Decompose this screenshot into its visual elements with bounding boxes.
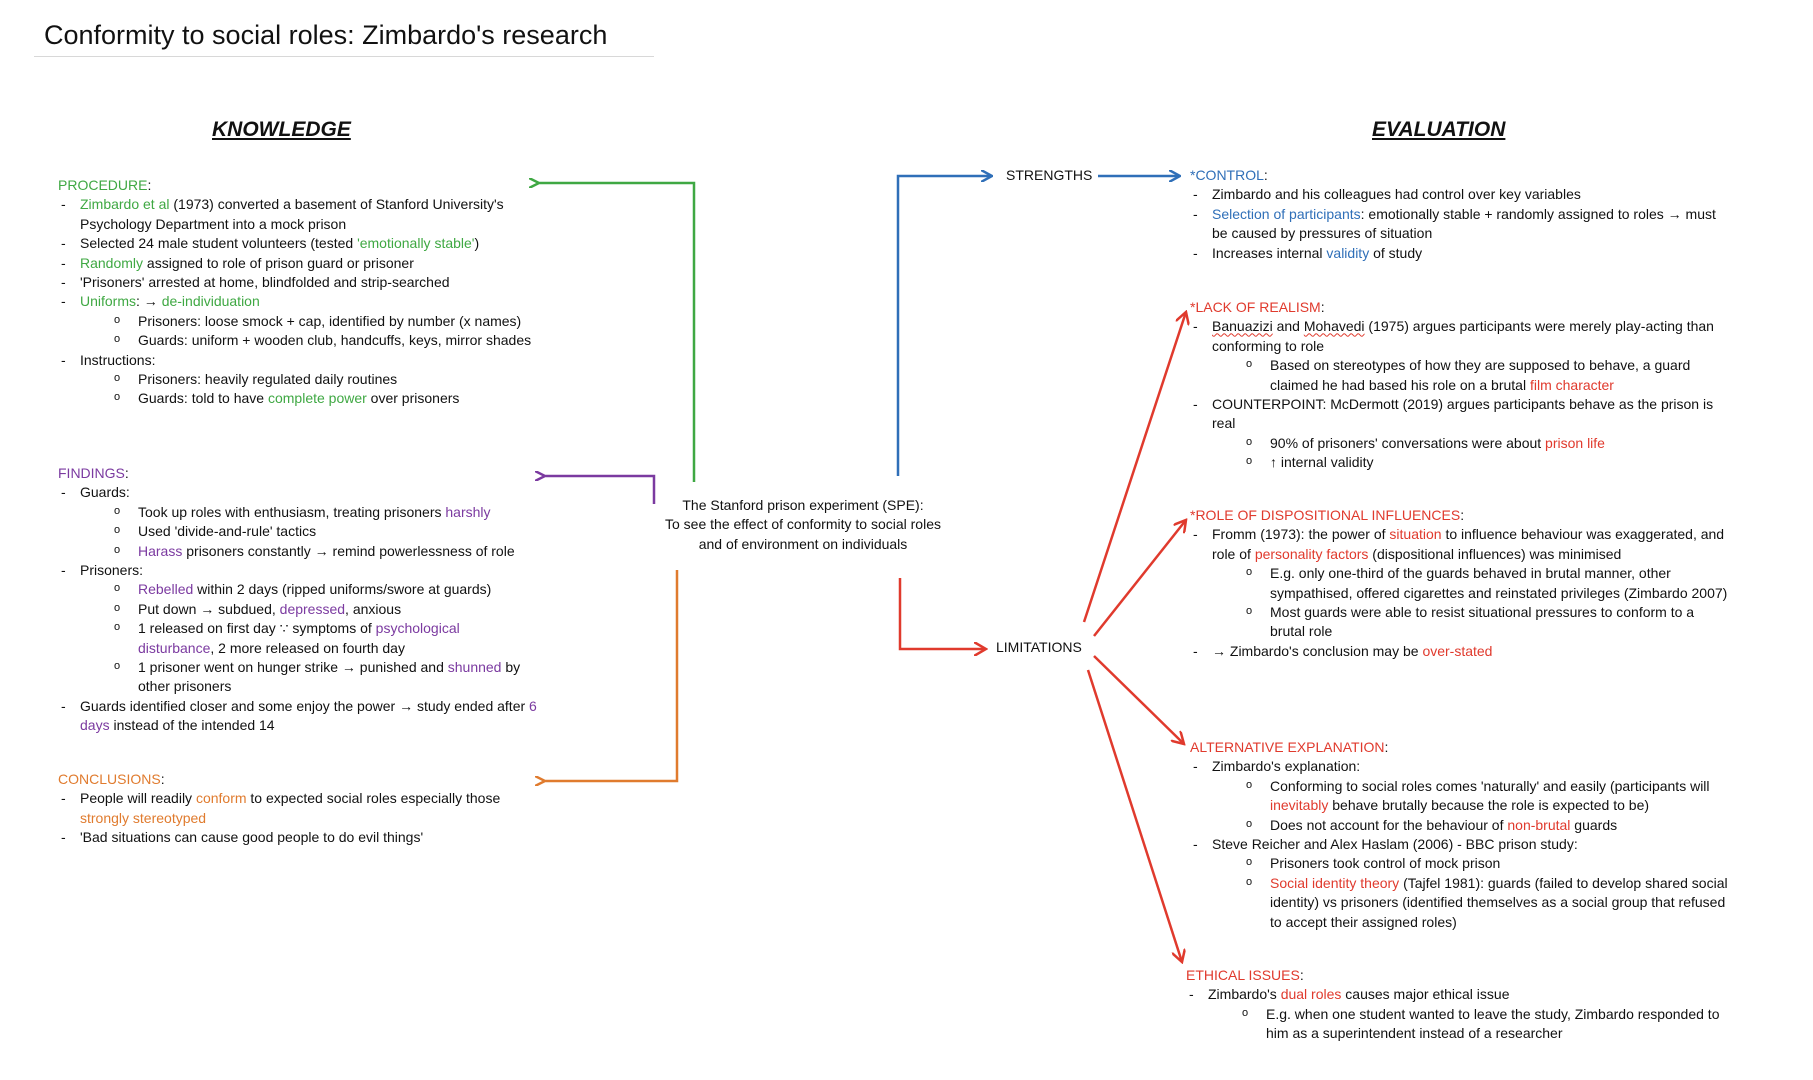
list-item: Zimbardo's dual roles causes major ethic… [1186, 985, 1726, 1043]
list-item: COUNTERPOINT: McDermott (2019) argues pa… [1190, 395, 1730, 473]
procedure-heading: PROCEDURE: [58, 177, 152, 193]
list-item: Fromm (1973): the power of situation to … [1190, 525, 1730, 641]
page-title: Conformity to social roles: Zimbardo's r… [44, 20, 608, 50]
list-item: Based on stereotypes of how they are sup… [1232, 355, 1730, 395]
list-item: Selected 24 male student volunteers (tes… [58, 234, 538, 254]
list-item: Guards: told to have complete power over… [100, 388, 538, 408]
list-item: Selection of participants: emotionally s… [1190, 205, 1730, 244]
findings-heading: FINDINGS: [58, 465, 129, 481]
list-item: 1 prisoner went on hunger strike → punis… [100, 657, 538, 697]
list-item: Used 'divide-and-rule' tactics [100, 521, 538, 541]
evaluation-heading: EVALUATION [1372, 118, 1506, 141]
procedure-arrow [538, 183, 696, 482]
limitations-label: LIMITATIONS [996, 639, 1082, 655]
title-divider [34, 56, 654, 57]
list-item: 1 released on first day ∵ symptoms of ps… [100, 618, 538, 658]
list-item: 90% of prisoners' conversations were abo… [1232, 433, 1730, 453]
list-item: Took up roles with enthusiasm, treating … [100, 502, 538, 522]
list-item: Guards identified closer and some enjoy … [58, 697, 538, 736]
list-item: Prisoners: loose smock + cap, identified… [100, 311, 538, 331]
realism-arrow [1082, 312, 1186, 623]
list-item: Banuazizi and Mohavedi (1975) argues par… [1190, 317, 1730, 395]
central-topic-line: To see the effect of conformity to socia… [665, 516, 941, 533]
list-item: Zimbardo's explanation: Conforming to so… [1190, 757, 1730, 835]
dispositional-section: *ROLE OF DISPOSITIONAL INFLUENCES: Fromm… [1190, 506, 1730, 662]
list-item: E.g. when one student wanted to leave th… [1228, 1004, 1726, 1044]
alternative-section: ALTERNATIVE EXPLANATION: Zimbardo's expl… [1190, 738, 1730, 932]
central-topic-line: The Stanford prison experiment (SPE): [682, 497, 924, 513]
ethical-arrow [1086, 669, 1182, 962]
list-item: Does not account for the behaviour of no… [1232, 815, 1730, 835]
list-item: Harass prisoners constantly → remind pow… [100, 541, 538, 561]
limitations-arrow [898, 578, 986, 649]
list-item: Prisoners took control of mock prison [1232, 853, 1730, 873]
dispositional-heading: *ROLE OF DISPOSITIONAL INFLUENCES: [1190, 507, 1465, 523]
alternative-arrow [1093, 655, 1184, 744]
list-item: Put down → subdued, depressed, anxious [100, 599, 538, 619]
list-item: 'Prisoners' arrested at home, blindfolde… [58, 273, 538, 293]
list-item: Zimbardo et al (1973) converted a baseme… [58, 195, 538, 234]
central-topic-line: and of environment on individuals [698, 535, 908, 552]
list-item: Conforming to social roles comes 'natura… [1232, 776, 1730, 816]
list-item: ↑ internal validity [1232, 452, 1730, 472]
knowledge-heading: KNOWLEDGE [212, 118, 351, 141]
list-item: Most guards were able to resist situatio… [1232, 602, 1730, 642]
list-item: Social identity theory (Tajfel 1981): gu… [1232, 873, 1730, 932]
list-item: 'Bad situations can cause good people to… [58, 828, 518, 848]
list-item: Increases internal validity of study [1190, 244, 1730, 264]
procedure-section: PROCEDURE: Zimbardo et al (1973) convert… [58, 176, 538, 409]
list-item: Guards: uniform + wooden club, handcuffs… [100, 330, 538, 350]
list-item: E.g. only one-third of the guards behave… [1232, 563, 1730, 603]
ethical-heading: ETHICAL ISSUES: [1186, 967, 1304, 983]
alternative-heading: ALTERNATIVE EXPLANATION: [1190, 739, 1389, 755]
control-section: *CONTROL: Zimbardo and his colleagues ha… [1190, 166, 1730, 263]
list-item: Randomly assigned to role of prison guar… [58, 254, 538, 274]
conclusions-arrow [544, 570, 679, 781]
list-item: Steve Reicher and Alex Haslam (2006) - B… [1190, 835, 1730, 932]
strengths-arrow [896, 176, 992, 476]
list-item: Prisoners: Rebelled within 2 days (rippe… [58, 561, 538, 697]
list-item: Zimbardo and his colleagues had control … [1190, 185, 1730, 205]
realism-section: *LACK OF REALISM: Banuazizi and Mohavedi… [1190, 298, 1730, 473]
conclusions-section: CONCLUSIONS: People will readily conform… [58, 770, 518, 848]
strengths-label: STRENGTHS [1006, 167, 1093, 183]
list-item: Instructions: Prisoners: heavily regulat… [58, 351, 538, 409]
control-heading: *CONTROL: [1190, 167, 1268, 183]
list-item: Rebelled within 2 days (ripped uniforms/… [100, 579, 538, 599]
list-item: Uniforms: → de-individuation Prisoners: … [58, 292, 538, 350]
central-topic: The Stanford prison experiment (SPE): To… [648, 496, 958, 554]
findings-arrow [544, 476, 656, 504]
list-item: Guards: Took up roles with enthusiasm, t… [58, 483, 538, 561]
list-item: Prisoners: heavily regulated daily routi… [100, 369, 538, 389]
findings-section: FINDINGS: Guards: Took up roles with ent… [58, 464, 538, 736]
realism-heading: *LACK OF REALISM: [1190, 299, 1325, 315]
disposition-arrow [1093, 520, 1186, 637]
list-item: People will readily conform to expected … [58, 789, 518, 828]
ethical-section: ETHICAL ISSUES: Zimbardo's dual roles ca… [1186, 966, 1726, 1044]
list-item: → Zimbardo's conclusion may be over-stat… [1190, 642, 1730, 662]
conclusions-heading: CONCLUSIONS: [58, 771, 165, 787]
